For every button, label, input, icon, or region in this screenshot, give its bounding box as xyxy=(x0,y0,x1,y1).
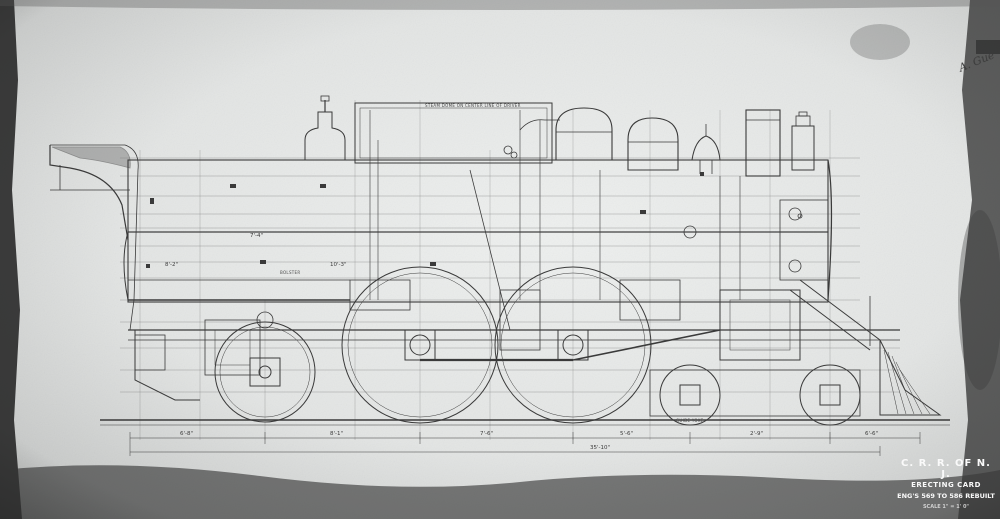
dimension-5: 2'-9" xyxy=(750,431,764,437)
dimension-3: 7'-6" xyxy=(480,431,494,437)
overall-length: 35'-10" xyxy=(590,445,611,451)
dimension-1: 6'-8" xyxy=(180,431,194,437)
dimension-8: 8'-2" xyxy=(165,262,179,268)
cab-roof-curve xyxy=(49,145,129,241)
smokebox-front xyxy=(827,159,833,301)
drawing-lines xyxy=(49,95,950,456)
sand-dome xyxy=(627,117,679,171)
bell xyxy=(691,135,721,161)
cab-rect xyxy=(354,102,553,164)
cab-front-outline xyxy=(50,144,139,331)
dimension-4: 5'-6" xyxy=(620,431,634,437)
smokestack xyxy=(745,109,781,177)
engine-numbers: ENG'S 569 TO 586 REBUILT xyxy=(897,492,995,500)
railroad-name: C. R. R. OF N. J. xyxy=(901,458,991,480)
cylinder xyxy=(719,289,801,361)
dimension-2: 8'-1" xyxy=(330,431,344,437)
steam-dome-note: STEAM DOME ON CENTER LINE OF DRIVER xyxy=(425,103,521,108)
guide-yoke-label: GUIDE YOKE xyxy=(676,418,704,423)
top-edge-shadow xyxy=(0,0,1000,10)
whistle-dome xyxy=(304,111,346,161)
pilot xyxy=(879,339,942,416)
scale-note: SCALE 1" = 1' 0" xyxy=(922,504,970,510)
firebox-end xyxy=(123,231,129,301)
dimension-9: 10'-3" xyxy=(330,262,347,268)
dimension-6: 6'-6" xyxy=(865,431,879,437)
title-block: C. R. R. OF N. J. ERECTING CARD ENG'S 56… xyxy=(896,458,996,518)
steam-dome-1 xyxy=(555,107,613,161)
bolster-label: BOLSTER xyxy=(280,270,301,275)
dimension-ticks xyxy=(146,172,704,268)
dimension-7: 7'-4" xyxy=(250,233,264,239)
cab-roof-fill xyxy=(51,146,131,169)
trailing-wheel xyxy=(214,321,316,423)
card-type: ERECTING CARD xyxy=(911,481,981,489)
dimension-lines xyxy=(129,432,921,456)
truck-frame xyxy=(649,369,861,417)
